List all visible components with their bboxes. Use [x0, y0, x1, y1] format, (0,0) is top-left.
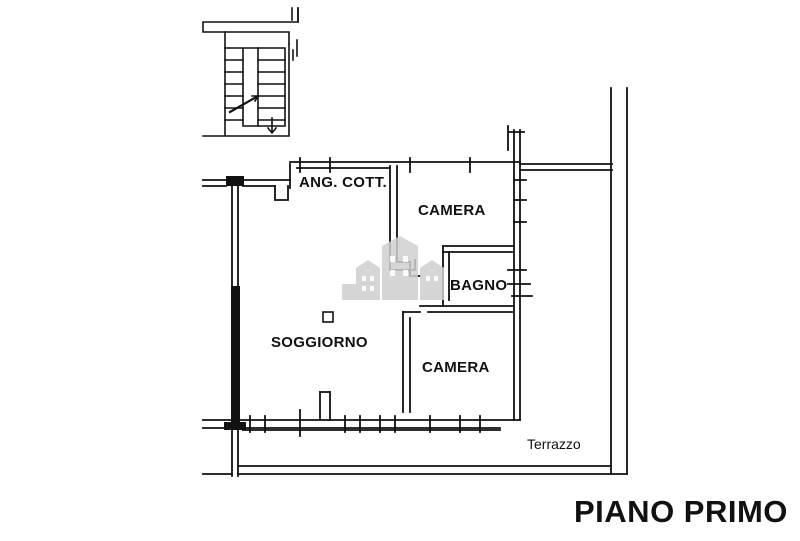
room-label-bedroom-top: CAMERA: [418, 202, 486, 219]
column-marker: [322, 311, 334, 323]
room-label-kitchenette: ANG. COTT.: [299, 174, 387, 191]
room-label-terrace: Terrazzo: [527, 436, 581, 452]
house-logo-icon: [342, 236, 444, 300]
room-label-living-room: SOGGIORNO: [271, 334, 368, 351]
room-label-bedroom-bottom: CAMERA: [422, 359, 490, 376]
floor-label: PIANO PRIMO: [574, 494, 788, 529]
staircase-icon: [202, 7, 299, 137]
room-label-bathroom: BAGNO: [450, 277, 508, 294]
thick-wall: [224, 176, 246, 430]
